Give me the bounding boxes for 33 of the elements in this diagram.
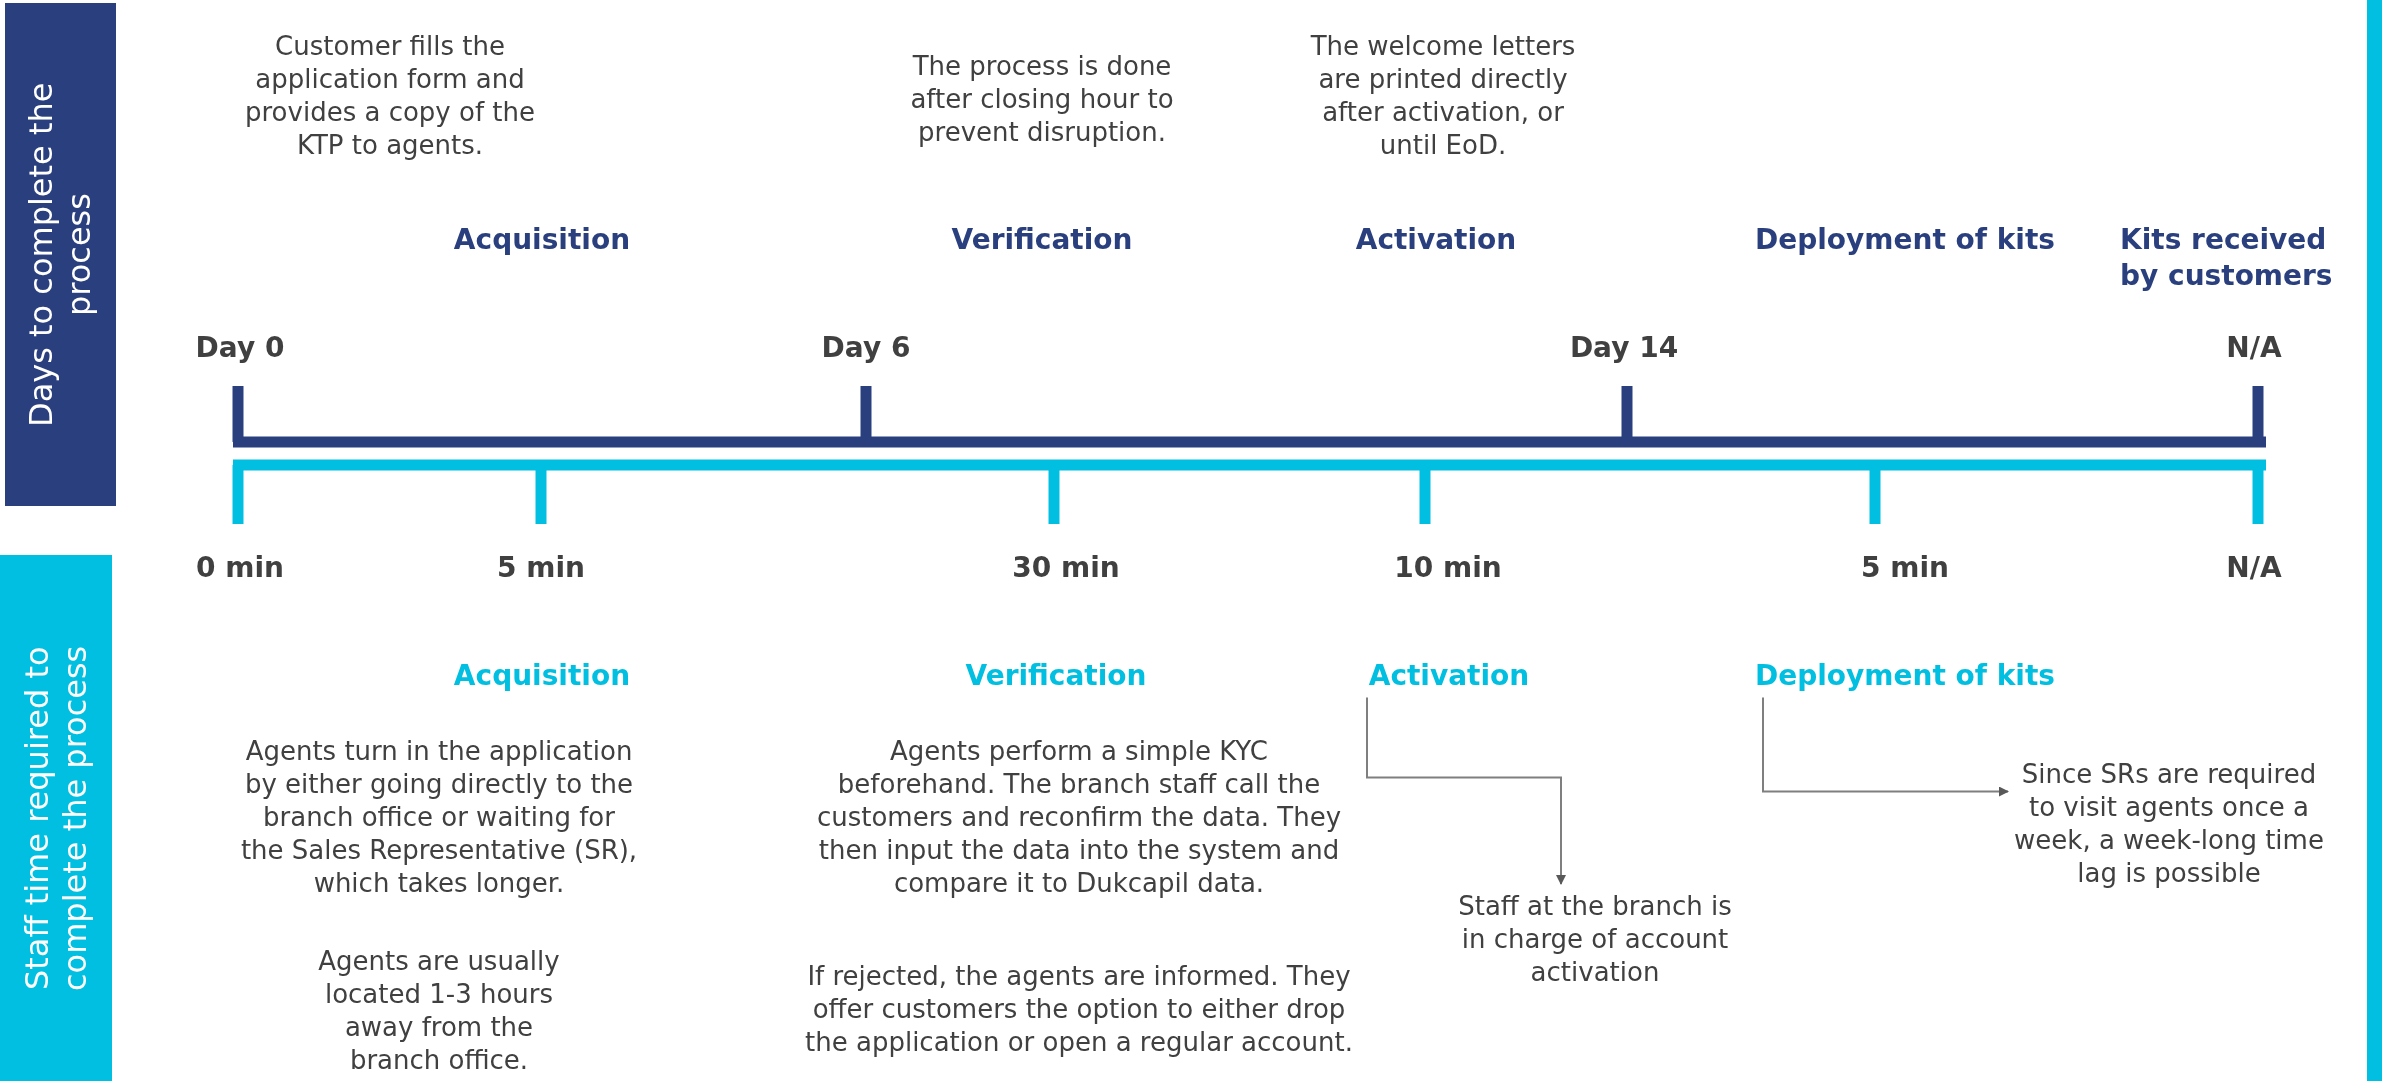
duration-label: 30 min	[1011, 550, 1121, 586]
phase-heading: Activation	[1349, 658, 1549, 694]
duration-label: 5 min	[1860, 550, 1950, 586]
side-bar	[2367, 0, 2382, 1081]
row-header-band: Days to complete the process	[5, 3, 116, 506]
phase-heading: Acquisition	[452, 658, 632, 694]
description-text: The process is done after closing hour to prevent disruption.	[909, 50, 1175, 150]
duration-label: 10 min	[1393, 550, 1503, 586]
description-text: Since SRs are required to visit agents once a week, a week-long time lag is possible	[2014, 758, 2324, 891]
description-text: Customer fills the application form and provides a copy of the KTP to agents.	[244, 30, 536, 163]
milestone-label: Day 6	[820, 330, 912, 366]
description-text: Agents turn in the application by either going directly to the branch office or waiting for the Sales Representative (SR), which takes longer.	[239, 735, 639, 901]
arrow	[1762, 696, 2009, 797]
milestone-label: Day 14	[1568, 330, 1680, 366]
duration-label: N/A	[2225, 550, 2283, 586]
description-text: Agents are usually located 1-3 hours away from the branch office.	[317, 945, 561, 1078]
duration-label: 0 min	[195, 550, 285, 586]
phase-heading: Verification	[950, 222, 1134, 258]
description-text: If rejected, the agents are informed. They offer customers the option to either drop the application or open a regular account.	[804, 960, 1354, 1060]
phase-heading: Deployment of kits	[1754, 222, 2056, 258]
row-header-band: Staff time required to complete the process	[0, 555, 112, 1081]
description-text: The welcome letters are printed directly after activation, or until EoD.	[1309, 30, 1577, 163]
phase-heading: Kits received by customers	[2120, 222, 2334, 294]
phase-heading: Activation	[1354, 222, 1518, 258]
duration-label: 5 min	[496, 550, 586, 586]
arrow	[1366, 696, 1566, 885]
phase-heading: Verification	[964, 658, 1148, 694]
phase-heading: Acquisition	[452, 222, 632, 258]
milestone-label: N/A	[2225, 330, 2283, 366]
milestone-label: Day 0	[194, 330, 286, 366]
description-text: Staff at the branch is in charge of account activation	[1445, 890, 1745, 990]
phase-heading: Deployment of kits	[1745, 658, 2065, 694]
description-text: Agents perform a simple KYC beforehand. The branch staff call the customers and reconfirm the data. They then input the data into the system and compare it to Dukcapil data.	[815, 735, 1343, 901]
